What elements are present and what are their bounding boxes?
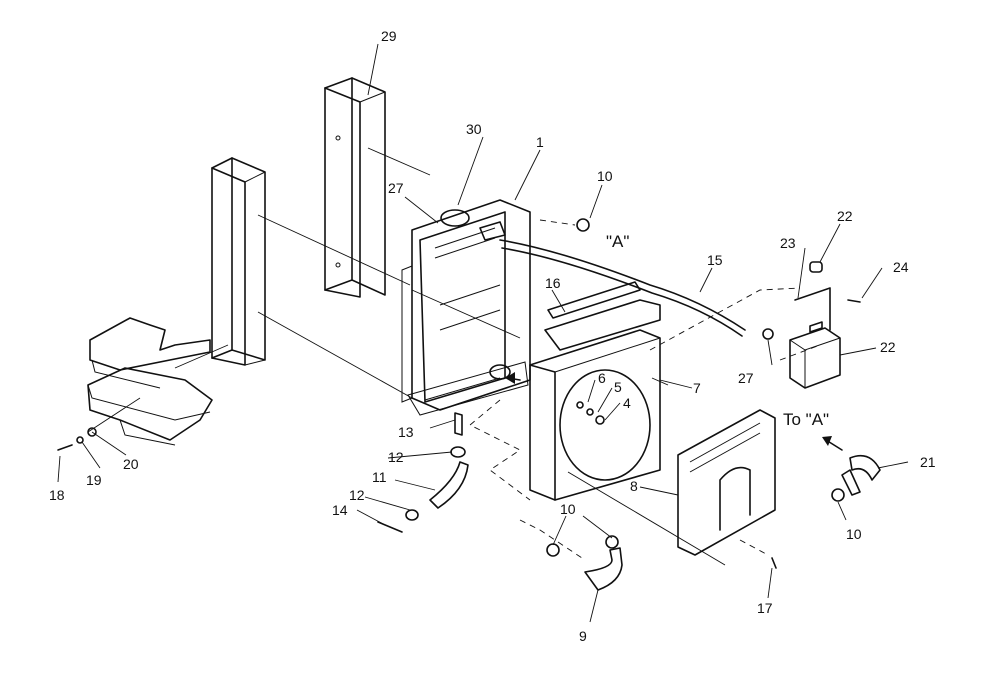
part-labels: 29 30 1 27 10 16 15 23 22 24 22 27 7 6 5… — [49, 28, 936, 644]
flow-arrows — [505, 372, 843, 451]
label-15: 15 — [707, 252, 723, 268]
label-19: 19 — [86, 472, 102, 488]
label-12-upper: 12 — [388, 449, 404, 465]
label-23: 23 — [780, 235, 796, 251]
label-13: 13 — [398, 424, 414, 440]
label-20: 20 — [123, 456, 139, 472]
label-16: 16 — [545, 275, 561, 291]
label-8: 8 — [630, 478, 638, 494]
support-channel-left — [211, 157, 266, 366]
connection-callouts: "A" To "A" — [606, 232, 829, 429]
label-21: 21 — [920, 454, 936, 470]
label-18: 18 — [49, 487, 65, 503]
label-11: 11 — [372, 469, 387, 485]
callout-to-a: To "A" — [783, 410, 829, 429]
label-17: 17 — [757, 600, 773, 616]
label-22-top: 22 — [837, 208, 853, 224]
label-24: 24 — [893, 259, 909, 275]
support-channel-29 — [324, 77, 386, 298]
label-1: 1 — [536, 134, 544, 150]
fan-guard — [677, 409, 776, 556]
label-5: 5 — [614, 379, 622, 395]
label-leaders — [57, 43, 909, 623]
radiator-core — [401, 199, 531, 416]
label-10-top: 10 — [597, 168, 613, 184]
frame-bracket — [87, 317, 213, 446]
label-14: 14 — [332, 502, 348, 518]
label-6: 6 — [598, 370, 606, 386]
callout-a: "A" — [606, 232, 629, 251]
hardware — [57, 218, 861, 569]
label-22-side: 22 — [880, 339, 896, 355]
hoses — [429, 239, 881, 591]
label-10-bottom: 10 — [560, 501, 576, 517]
label-27-right: 27 — [738, 370, 754, 386]
label-29: 29 — [381, 28, 397, 44]
label-30: 30 — [466, 121, 482, 137]
label-12-lower: 12 — [349, 487, 365, 503]
label-7: 7 — [693, 380, 701, 396]
label-4: 4 — [623, 395, 631, 411]
label-9: 9 — [579, 628, 587, 644]
alignment-lines — [87, 147, 821, 566]
fan-shroud — [529, 281, 661, 501]
label-10-right: 10 — [846, 526, 862, 542]
reserve-tank — [789, 261, 841, 389]
label-27-top: 27 — [388, 180, 404, 196]
